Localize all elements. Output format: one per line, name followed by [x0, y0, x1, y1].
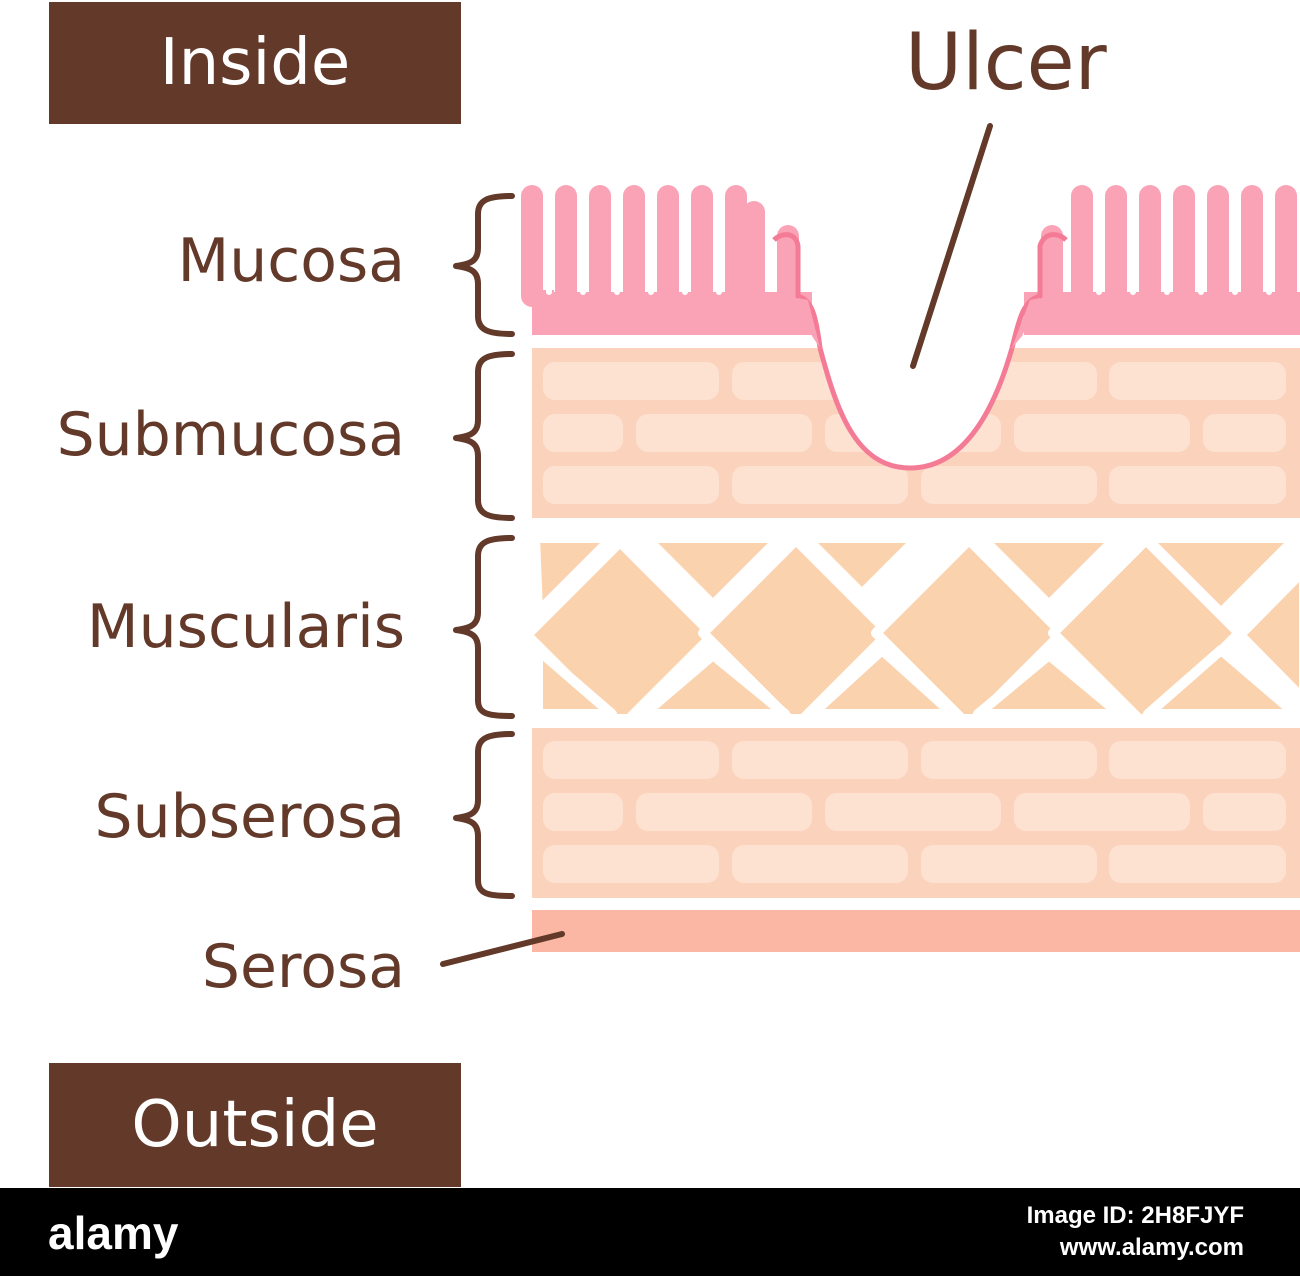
outside-label: Outside — [131, 1088, 379, 1162]
watermark-footer: alamy Image ID: 2H8FJYF www.alamy.com — [0, 1188, 1300, 1276]
ulcer-outline — [817, 347, 1015, 471]
footer-url-text: www.alamy.com — [1059, 1234, 1244, 1261]
muscularis-layer — [532, 530, 1300, 714]
muscularis-label: Muscularis — [86, 592, 405, 662]
subserosa-label: Subserosa — [94, 782, 405, 852]
ulcer-crater — [811, 334, 1026, 468]
mucosa-label: Mucosa — [177, 226, 405, 296]
serosa-label: Serosa — [201, 932, 405, 1002]
mucosa-layer — [521, 185, 1300, 349]
submucosa-label: Submucosa — [56, 400, 405, 470]
inside-label-box: Inside — [49, 2, 461, 124]
outside-label-box: Outside — [49, 1063, 461, 1187]
stomach-wall-diagram — [440, 123, 1300, 967]
serosa-layer — [532, 910, 1300, 952]
submucosa-brace — [453, 351, 515, 521]
image-id-text: Image ID: 2H8FJYF — [1026, 1202, 1244, 1229]
alamy-logo: alamy — [48, 1207, 179, 1259]
muscularis-brace — [453, 535, 515, 719]
subserosa-layer — [532, 728, 1300, 898]
subserosa-brace — [453, 731, 515, 899]
inside-label: Inside — [159, 26, 351, 100]
ulcer-pointer-line — [910, 123, 993, 369]
ulcer-label: Ulcer — [905, 18, 1107, 108]
serosa-pointer-line — [440, 931, 565, 967]
mucosa-brace — [453, 193, 515, 337]
